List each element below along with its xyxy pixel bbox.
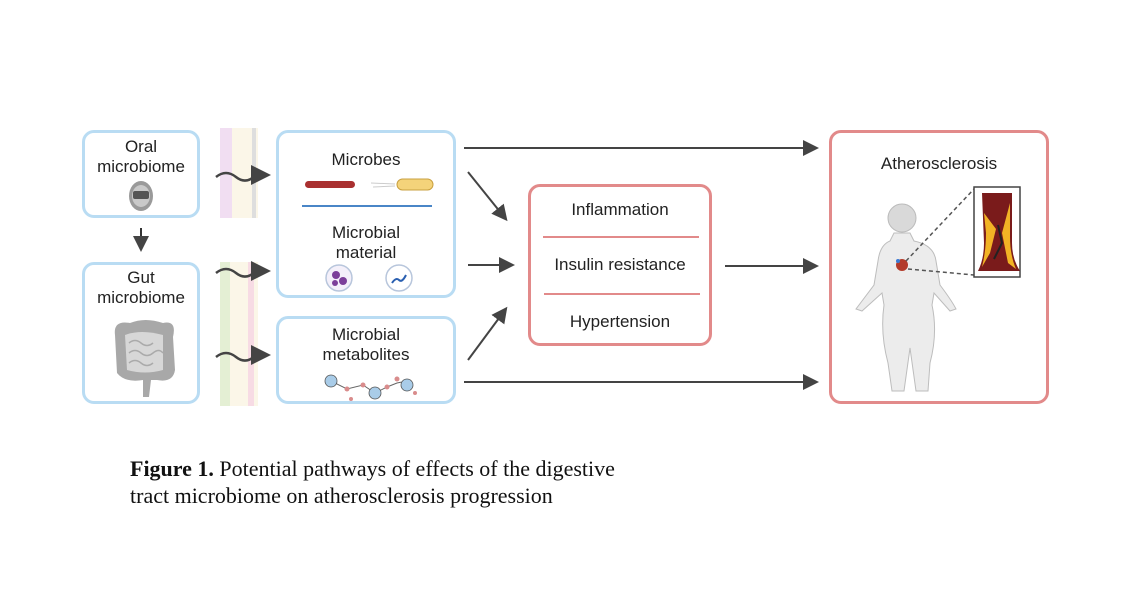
material-label-line2: material [335,243,397,262]
artery-plaque-icon [973,186,1021,278]
gut-translocation-arrow-1 [215,261,271,281]
bacillus-icon [396,178,434,191]
atherosclerosis-box: Atherosclerosis [829,130,1049,404]
caption-text: Potential pathways of effects of the dig… [130,456,615,508]
gut-microbiome-box: Gut microbiome [82,262,200,404]
mouth-icon [129,181,153,211]
material-icons [325,264,413,292]
microbes-material-box: Microbes Microbial material [276,130,456,298]
metabolites-box: Microbial metabolites [276,316,456,404]
human-body-icon [855,186,1021,392]
oral-label-line1: Oral [124,137,158,156]
metabolites-label-line1: Microbial [331,325,401,344]
mechanism-inflammation: Inflammation [571,200,669,219]
oral-label-line2: microbiome [97,157,185,176]
gut-label-line2: microbiome [97,288,185,307]
intestine-icon [114,320,175,397]
metabolites-label-line2: metabolites [322,345,410,364]
dna-icon [385,264,413,292]
metabolites-to-mechanisms-arrow [467,306,508,361]
gut-mucosa-icon [220,262,258,406]
bacteria-icons [305,178,434,191]
mechanism-divider-2 [544,293,700,295]
oral-microbiome-box: Oral microbiome [82,130,200,218]
streptococcus-icon [305,181,355,188]
oral-translocation-arrow [215,165,271,185]
gut-translocation-arrow-2 [215,345,271,365]
figure-caption: Figure 1. Potential pathways of effects … [130,455,650,509]
atherosclerosis-label: Atherosclerosis [880,154,998,173]
mechanisms-box: Inflammation Insulin resistance Hyperten… [528,184,712,346]
gut-label-line1: Gut [127,268,155,287]
microbes-divider [302,205,432,207]
microbes-label: Microbes [331,150,401,169]
mechanism-divider-1 [543,236,699,238]
vesicle-icon [325,264,353,292]
mechanism-insulin-resistance: Insulin resistance [554,255,686,274]
caption-label: Figure 1. [130,456,214,481]
material-label-line1: Microbial [331,223,401,242]
microbes-to-mechanisms-arrow [467,171,508,222]
mechanism-hypertension: Hypertension [569,312,671,331]
metabolite-molecule-icon [324,374,417,401]
